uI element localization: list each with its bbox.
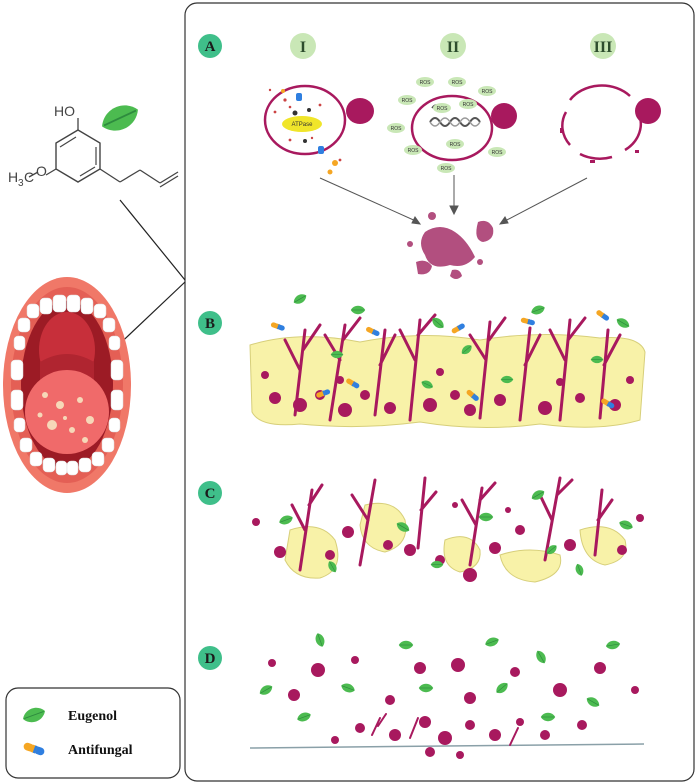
svg-text:C: C bbox=[205, 486, 216, 502]
biofilm-matrix-b bbox=[249, 333, 646, 429]
mechanism-iii-ruptured-cell bbox=[560, 84, 661, 163]
mechanism-ii-cell bbox=[410, 94, 517, 162]
panel-badge-b: B bbox=[198, 311, 222, 335]
panel-badge-a: A bbox=[198, 34, 222, 58]
svg-text:ROS: ROS bbox=[391, 126, 403, 132]
cell-debris bbox=[407, 212, 494, 279]
eugenol-leaf-icon bbox=[96, 98, 144, 138]
svg-text:ROS: ROS bbox=[437, 106, 449, 112]
surface-line-d bbox=[249, 743, 645, 749]
methoxy-subscript: 3 bbox=[18, 178, 24, 189]
legend-antifungal-label: Antifungal bbox=[68, 743, 133, 758]
hydroxyl-label: HO bbox=[54, 103, 75, 119]
svg-text:ROS: ROS bbox=[482, 89, 494, 95]
yeast-cells-b bbox=[261, 368, 634, 417]
svg-text:I: I bbox=[300, 39, 306, 56]
svg-text:D: D bbox=[205, 651, 216, 667]
svg-text:ROS: ROS bbox=[492, 150, 504, 156]
eugenol-structure: HO H 3 C O bbox=[8, 103, 179, 189]
ros-markers: ROS ROS ROS ROS ROS ROS ROS ROS ROS ROS … bbox=[387, 77, 506, 173]
svg-text:ROS: ROS bbox=[420, 80, 432, 86]
svg-text:ROS: ROS bbox=[450, 142, 462, 148]
mechanism-i-cell: ATPase bbox=[263, 84, 374, 175]
panel-badge-d: D bbox=[198, 646, 222, 670]
svg-text:ROS: ROS bbox=[452, 80, 464, 86]
hyphae-c bbox=[290, 476, 614, 572]
panel-badge-c: C bbox=[198, 481, 222, 505]
convergence-arrows bbox=[319, 175, 588, 225]
atpase-label: ATPase bbox=[292, 122, 314, 128]
svg-text:ROS: ROS bbox=[463, 102, 475, 108]
yeast-cells-d bbox=[268, 656, 639, 759]
svg-text:ROS: ROS bbox=[441, 166, 453, 172]
svg-text:ROS: ROS bbox=[402, 98, 414, 104]
open-mouth-illustration bbox=[3, 277, 131, 493]
mechanism-badge-ii: II bbox=[440, 33, 466, 59]
legend-eugenol-label: Eugenol bbox=[68, 709, 117, 724]
dna-strand bbox=[429, 117, 481, 127]
legend-box bbox=[5, 687, 181, 779]
mechanism-badge-iii: III bbox=[590, 33, 616, 59]
svg-text:III: III bbox=[594, 39, 613, 56]
yeast-cells-c bbox=[252, 502, 644, 582]
svg-text:B: B bbox=[205, 316, 215, 332]
mechanism-badge-i: I bbox=[290, 33, 316, 59]
hyphae-fragments-d bbox=[371, 713, 519, 746]
atpase-enzyme bbox=[282, 116, 322, 132]
methoxy-c: C bbox=[24, 169, 34, 185]
svg-text:ROS: ROS bbox=[408, 148, 420, 154]
connector-line-upper bbox=[119, 199, 186, 281]
svg-text:II: II bbox=[447, 39, 459, 56]
methoxy-o: O bbox=[36, 163, 47, 179]
svg-text:A: A bbox=[205, 39, 216, 55]
methoxy-h: H bbox=[8, 169, 18, 185]
